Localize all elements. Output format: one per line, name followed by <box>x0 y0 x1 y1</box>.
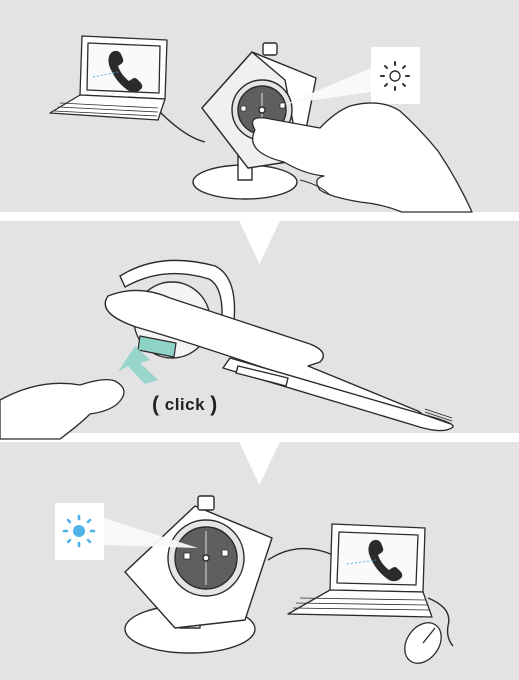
click-sound-right-icon: ) <box>210 393 218 416</box>
led-indicator-icon <box>371 47 420 104</box>
click-label: ( click ) <box>152 392 218 416</box>
laptop-icon <box>288 524 432 617</box>
computer-mouse-icon <box>397 616 448 670</box>
led-indicator-icon <box>55 503 104 560</box>
step-arrow-2 <box>235 433 284 485</box>
hand-icon <box>0 380 124 439</box>
laptop-icon <box>50 36 167 120</box>
click-sound-left-icon: ( <box>152 393 160 416</box>
click-text: click <box>165 395 205 414</box>
base-station-icon <box>125 496 272 653</box>
step-arrow-1 <box>235 212 284 264</box>
